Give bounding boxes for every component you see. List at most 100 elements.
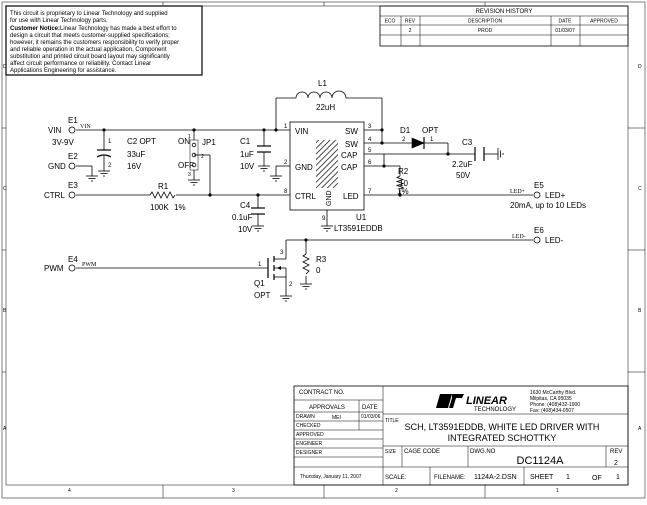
e6-ref: E6 xyxy=(534,226,544,235)
c1-value: 1uF xyxy=(240,150,254,159)
table-row: 2 PROD 01/03/07 xyxy=(409,28,575,34)
contract-label: CONTRACT NO. xyxy=(299,390,345,396)
r1-tol: 1% xyxy=(174,203,186,212)
u1-pin-number-9: 9 xyxy=(322,216,326,222)
ground-icon xyxy=(86,175,98,182)
terminal-e2: E2 GND xyxy=(48,152,78,171)
c2-value: 33uF xyxy=(127,150,145,159)
company-logo: LINEAR TECHNOLOGY 1630 McCarthy Blvd. Mi… xyxy=(436,390,580,414)
u1-pin-ctrl: CTRL xyxy=(295,192,316,201)
c1-voltage: 10V xyxy=(240,162,255,171)
c2-voltage: 16V xyxy=(127,162,142,171)
border-column-labels: 4 3 2 1 xyxy=(68,488,559,494)
drawn-by: MEI xyxy=(332,415,341,421)
e6-net: LED- xyxy=(545,236,564,245)
revision-header-date: DATE xyxy=(559,19,573,25)
r2-tol: 1% xyxy=(397,187,409,196)
c4-voltage: 10V xyxy=(238,225,253,234)
e1-wire-label: VIN xyxy=(80,124,91,130)
e5-wire-label: LED+ xyxy=(510,189,526,195)
border-row-b-left: B xyxy=(3,308,7,314)
sheet-number: 1 xyxy=(566,474,570,481)
ground-icon xyxy=(280,295,292,302)
revision-row-description: PROD xyxy=(478,28,493,34)
revision-row-date: 01/03/07 xyxy=(555,28,575,34)
revision-header-rev: REV xyxy=(405,19,416,25)
notice-heading-line: Customer Notice:Linear Technology has ma… xyxy=(10,26,177,32)
notice-line-2: for use with Linear Technology parts. xyxy=(10,18,108,24)
c2-ref: C2 OPT xyxy=(127,137,156,146)
capacitor-c4: C4 0.1uF 10V xyxy=(232,201,265,234)
c3-ref: C3 xyxy=(462,138,473,147)
address-line-4: Fax: (408)434-0507 xyxy=(530,408,574,414)
filename-label: FILENAME: xyxy=(434,475,466,481)
of-label: OF xyxy=(592,475,602,482)
ground-symbols xyxy=(86,148,504,302)
terminal-e4: E4 PWM PWM xyxy=(44,255,97,273)
notice-line-4: design a circuit that meets customer-sup… xyxy=(10,33,170,39)
l1-ref: L1 xyxy=(318,79,327,88)
r1-value: 100K xyxy=(150,203,169,212)
resistor-r3: R3 0 xyxy=(302,253,327,275)
terminal-e6: E6 LED- LED- xyxy=(512,226,564,245)
rev-label: REV xyxy=(610,449,622,455)
q1-pin3: 3 xyxy=(280,250,284,256)
revision-number: 2 xyxy=(614,460,618,467)
u1-pin-vin: VIN xyxy=(295,127,309,136)
cage-code-label: CAGE CODE xyxy=(404,449,440,455)
u1-pin-number-2: 2 xyxy=(284,160,288,166)
revision-header-approved: APPROVED xyxy=(590,19,618,25)
sheet-label: SHEET xyxy=(530,474,554,481)
c3-voltage: 50V xyxy=(456,171,471,180)
border-col-4: 4 xyxy=(68,488,71,494)
border-row-d-left: D xyxy=(3,64,7,70)
ground-icon xyxy=(188,179,200,186)
e3-ref: E3 xyxy=(68,181,78,190)
e5-net: LED+ xyxy=(545,191,566,200)
terminal-e3: E3 CTRL xyxy=(44,181,78,200)
q1-pin1: 1 xyxy=(258,262,262,268)
dwg-no-label: DWG.NO xyxy=(470,449,496,455)
linear-logo-icon xyxy=(436,394,464,408)
jumper-jp1: ON OFF JP1 1 2 3 xyxy=(178,134,216,178)
e6-wire-label: LED- xyxy=(512,234,526,240)
drawing-number: DC1124A xyxy=(517,455,565,467)
notice-line-7: substitution and printed circuit board l… xyxy=(10,54,170,60)
d1-ref: D1 xyxy=(400,126,411,135)
e1-range: 3V-9V xyxy=(52,138,74,147)
r3-ref: R3 xyxy=(316,255,327,264)
c3-value: 2.2uF xyxy=(452,160,473,169)
ic-u1: VIN GND CTRL SW SW CAP CAP LED GND 1 2 3… xyxy=(284,121,383,233)
e4-ref: E4 xyxy=(68,255,78,264)
title-label: TITLE xyxy=(385,418,399,424)
scale-label: SCALE: xyxy=(385,475,407,481)
border-col-3: 3 xyxy=(232,488,235,494)
border-row-labels: D C B A D C B A xyxy=(3,64,642,432)
c4-ref: C4 xyxy=(240,201,251,210)
ground-icon xyxy=(497,148,504,160)
e2-ref: E2 xyxy=(68,152,78,161)
revision-header-eco: ECO xyxy=(385,19,396,25)
u1-pin-sw1: SW xyxy=(345,127,358,136)
jp1-on: ON xyxy=(178,137,190,146)
notice-line-1: This circuit is proprietary to Linear Te… xyxy=(10,11,168,17)
u1-pin-led: LED xyxy=(343,192,359,201)
e1-ref: E1 xyxy=(68,116,78,125)
revision-row-rev: 2 xyxy=(409,28,412,34)
c1-ref: C1 xyxy=(240,137,251,146)
jp1-pin1: 1 xyxy=(188,134,191,140)
u1-pin-number-4: 4 xyxy=(368,137,372,143)
title-block: CONTRACT NO. APPROVALS DATE DRAWN MEI 01… xyxy=(293,385,629,486)
u1-pin-number-7: 7 xyxy=(368,189,372,195)
u1-pin-cap2: CAP xyxy=(341,163,357,172)
border-row-c-right: C xyxy=(638,186,642,192)
resistor-r1: R1 100K 1% xyxy=(149,182,186,212)
u1-pin-number-8: 8 xyxy=(284,189,288,195)
jp1-ref: JP1 xyxy=(202,138,216,147)
e3-net: CTRL xyxy=(44,191,65,200)
ground-icon xyxy=(270,175,282,182)
designer-label: DESIGNER xyxy=(296,450,323,456)
e4-net: PWM xyxy=(44,264,64,273)
approvals-label: APPROVALS xyxy=(309,405,345,411)
